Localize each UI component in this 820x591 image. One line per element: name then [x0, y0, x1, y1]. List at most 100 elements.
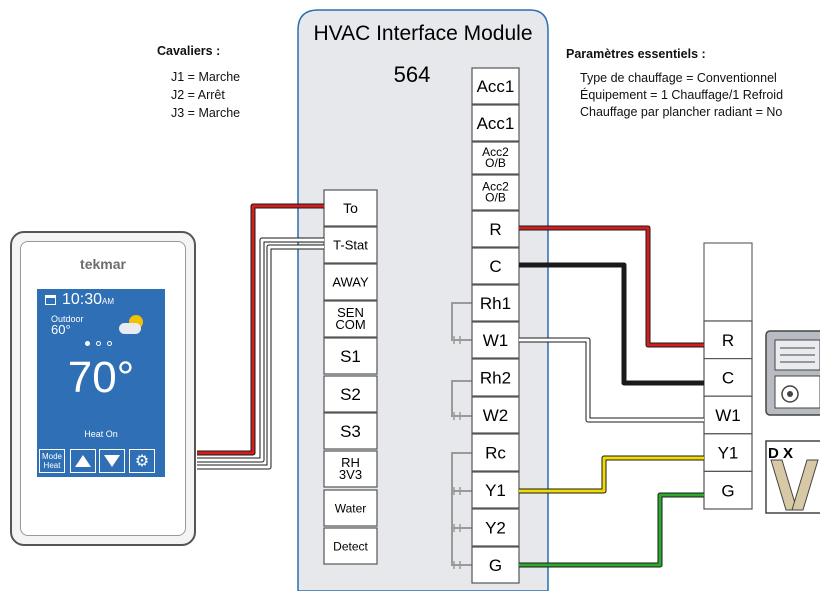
jumper-marks [453, 336, 461, 569]
terminal-box [703, 358, 753, 397]
terminal-box [323, 300, 378, 338]
down-button[interactable] [99, 449, 125, 473]
thermostat-wires [197, 203, 324, 470]
terminal-right-4: R [471, 210, 520, 248]
terminal-label: Acc1 [477, 114, 515, 133]
terminal-box [703, 320, 753, 360]
equipment-strip-top [703, 242, 753, 322]
terminal-right-5: C [471, 247, 520, 285]
terminal-left-9: Detect [323, 527, 378, 565]
terminal-left-2: AWAY [323, 263, 378, 301]
terminal-right-12: Y2 [471, 508, 520, 547]
terminal-label: Y1 [718, 444, 739, 463]
terminal-right-11: Y1 [471, 471, 520, 509]
terminal-label: W1 [483, 331, 509, 350]
equipment-wires [519, 225, 704, 568]
terminal-right-13: G [471, 546, 520, 584]
terminal-box [323, 189, 378, 227]
terminal-equip-0: R [703, 320, 753, 360]
terminal-equip-2: W1 [703, 395, 753, 435]
terminal-box [471, 471, 520, 509]
outdoor-label: Outdoor [51, 314, 84, 324]
terminal-box [471, 396, 520, 434]
terminal-label: Detect [333, 539, 368, 553]
settings-button[interactable]: ⚙ [129, 449, 155, 473]
terminal-label: W1 [715, 406, 741, 425]
terminal-box [471, 104, 520, 142]
terminal-left-5: S2 [323, 375, 378, 413]
terminal-box [471, 67, 520, 105]
terminal-box [323, 527, 378, 565]
terminal-left-0: To [323, 189, 378, 227]
terminal-box [703, 433, 753, 472]
down-arrow-icon [104, 455, 120, 467]
weather-icon [117, 315, 149, 337]
gear-icon: ⚙ [134, 451, 150, 470]
terminal-label: S3 [340, 422, 361, 441]
terminal-label: R [489, 220, 501, 239]
calendar-icon [45, 295, 56, 305]
terminal-equip-4: G [703, 470, 753, 510]
terminal-box [323, 375, 378, 413]
jumper-links [451, 302, 472, 566]
up-button[interactable] [70, 449, 96, 473]
thermostat-brand: tekmar [80, 256, 126, 272]
clock-time: 10:30 [62, 291, 103, 308]
terminal-box [471, 546, 520, 584]
terminal-box [471, 433, 520, 472]
terminal-right-8: Rh2 [471, 358, 520, 397]
terminal-label: Acc1 [477, 77, 515, 96]
room-temperature: 70° [67, 353, 135, 402]
mode-value: Heat [43, 461, 61, 470]
terminal-label: C [489, 257, 501, 276]
terminal-equip-3: Y1 [703, 433, 753, 472]
jumper-line: J2 = Arrêt [171, 88, 225, 102]
mode-button[interactable]: Mode Heat [39, 449, 65, 473]
terminal-box [471, 174, 520, 211]
terminal-equip-1: C [703, 358, 753, 397]
terminal-box [323, 263, 378, 301]
jumper-line: J3 = Marche [171, 106, 241, 120]
terminal-box [323, 450, 378, 488]
terminal-box [323, 337, 378, 375]
terminal-label: W2 [483, 406, 509, 425]
terminal-label: Rh2 [480, 369, 511, 388]
terminal-label: S1 [340, 347, 361, 366]
terminal-label: Y2 [485, 519, 506, 538]
terminal-right-1: Acc1 [471, 104, 520, 142]
cooling-letters: D X [768, 445, 793, 462]
terminal-box [471, 508, 520, 547]
terminal-left-6: S3 [323, 412, 378, 450]
thermostat-screen: 10:30AM Outdoor 60° 70° Heat On Mode Hea… [37, 289, 165, 477]
terminal-left-8: Water [323, 489, 378, 527]
terminal-right-6: Rh1 [471, 284, 520, 322]
heat-status: Heat On [84, 429, 118, 439]
furnace-icon [765, 330, 820, 416]
terminal-box [323, 489, 378, 527]
up-arrow-icon [75, 455, 91, 467]
clock-ampm: AM [102, 297, 115, 306]
terminal-box [471, 141, 520, 175]
outdoor-temp: 60° [51, 322, 71, 337]
module-number: 564 [394, 62, 431, 87]
params-title: Paramètres essentiels : [566, 47, 706, 61]
param-line: Chauffage par plancher radiant = No [580, 105, 783, 119]
terminal-box [471, 247, 520, 285]
terminal-left-4: S1 [323, 337, 378, 375]
param-line: Équipement = 1 Chauffage/1 Refroid [580, 88, 784, 102]
terminal-label: C [722, 369, 734, 388]
terminal-label: S2 [340, 385, 361, 404]
jumpers-title: Cavaliers : [157, 44, 221, 58]
terminal-label: G [489, 556, 502, 575]
